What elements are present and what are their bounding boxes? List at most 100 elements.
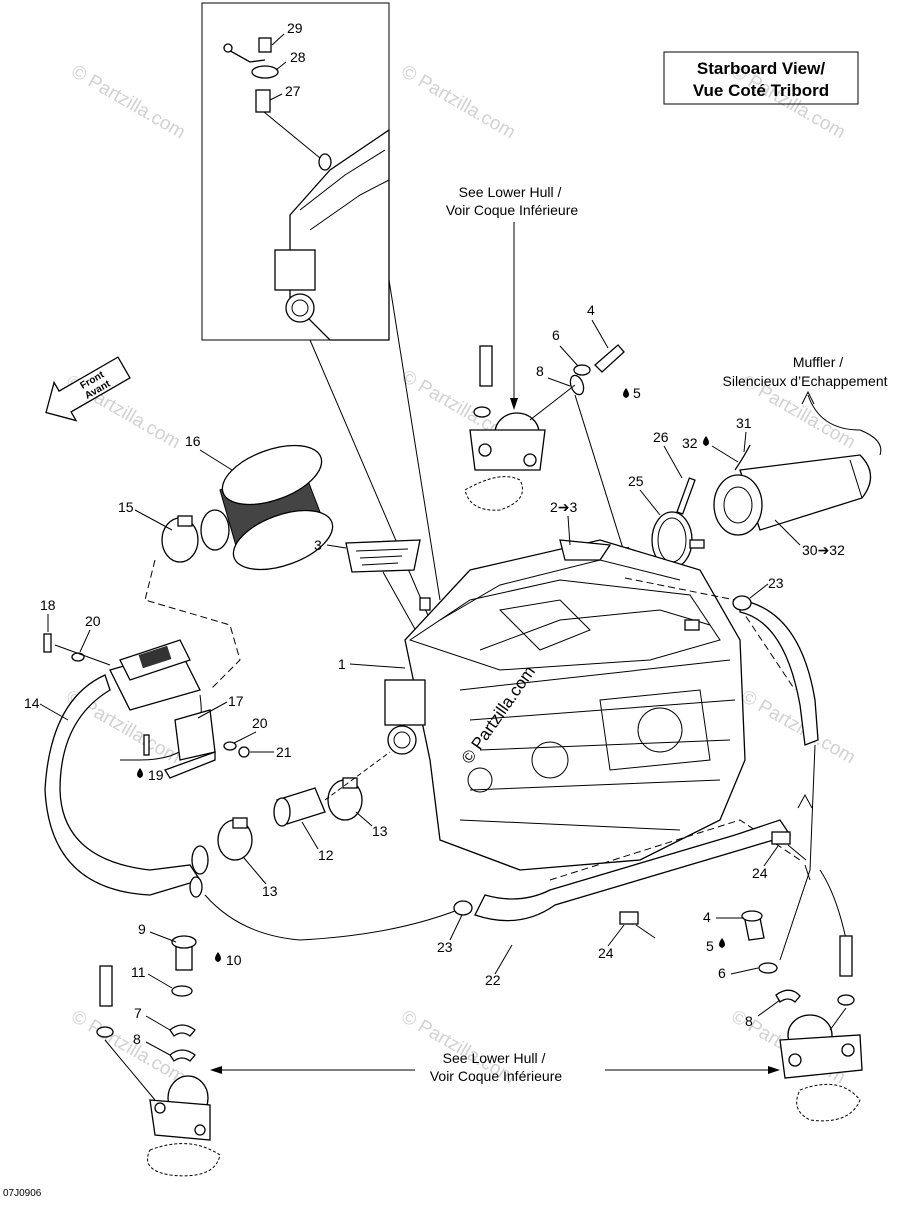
engine-side-housing (599, 689, 711, 771)
leader-1 (349, 663, 406, 669)
screw-part-19 (143, 734, 150, 756)
hose-clamp-13-lower-screw (232, 817, 248, 829)
mount-hole (841, 1043, 855, 1057)
view-title-frame (663, 51, 859, 105)
clip-part-24-upper (771, 831, 807, 861)
callout-28: 28 (290, 49, 306, 65)
callout-5-bottom: 5 (706, 938, 714, 954)
hose-22-body (474, 819, 792, 922)
washer-part-20b (223, 741, 237, 751)
bracket-part-29 (224, 47, 266, 63)
callout-24-upper: 24 (752, 865, 768, 881)
callout-10: 10 (226, 952, 242, 968)
callout-30-to-32: 30➔32 (802, 542, 845, 558)
intake-hose-end (191, 845, 209, 875)
bracket-part-17 (164, 709, 216, 779)
mount-hole (194, 1124, 206, 1136)
wedge-part-8 (569, 374, 585, 396)
bolt-part-4 (594, 344, 625, 373)
lower-hull-note-top-line-2: Voir Coque Inférieure (446, 202, 579, 218)
intake-duct-part-14 (44, 639, 209, 898)
muffler-adapter-part-30 (713, 444, 872, 536)
inset-throttle-housing (274, 249, 316, 291)
mount-outline-top (464, 476, 523, 511)
leader-13-upper (355, 811, 373, 827)
mount-bolt-bottom-left (99, 965, 113, 1007)
leader-22 (494, 944, 513, 975)
clamp-part-15 (161, 515, 199, 563)
leader-24-upper (763, 845, 779, 867)
leader-16 (199, 449, 233, 471)
liquid-drop-icon (623, 388, 629, 398)
callout-23-lower: 23 (437, 939, 453, 955)
intake-hose-nipple (189, 876, 203, 898)
leader-8-top (547, 377, 571, 387)
mount-hole (523, 453, 537, 467)
callout-20-mid: 20 (252, 715, 268, 731)
front-arrow-shape (45, 356, 131, 422)
washer-part-11 (171, 985, 193, 997)
bolt-part-9-head (171, 935, 197, 949)
watermark: © Partzilla.com (68, 1006, 189, 1088)
arrow-head (797, 793, 813, 809)
leader-8-bottom-right (757, 999, 781, 1017)
callout-15: 15 (118, 499, 134, 515)
air-filter-top-cap (221, 444, 323, 506)
view-title-line-1: Starboard View/ (697, 59, 825, 78)
leader-30 (774, 519, 801, 546)
leader-20-mid (233, 731, 257, 744)
clip-part-24-lower (619, 911, 656, 939)
inset-sensor (318, 153, 332, 171)
callout-18: 18 (40, 597, 56, 613)
mount-hole (788, 1053, 802, 1067)
leader-24-lower (607, 924, 625, 947)
callout-13-upper: 13 (372, 823, 388, 839)
hose-clip-24-upper (771, 831, 791, 845)
leader-32 (711, 445, 739, 463)
bracket-eye (223, 43, 233, 53)
muffler-note-line-2: Silencieux d’Echappement (723, 373, 888, 389)
arrow-head (768, 1066, 780, 1074)
callout-23-upper: 23 (768, 575, 784, 591)
leader-20-top (79, 629, 91, 653)
arrow-head (210, 1066, 222, 1074)
mount-leader (104, 1039, 156, 1101)
muffler-note-line-1: Muffler / (793, 354, 843, 370)
fitting-part-31 (734, 444, 751, 471)
muffler-adapter-bore (723, 486, 753, 524)
leader-29 (271, 33, 285, 46)
callout-8-bottom-left: 8 (133, 1031, 141, 1047)
callout-19: 19 (148, 767, 164, 783)
mount-arrow-line (574, 394, 626, 556)
wedge-part-8 (169, 1049, 196, 1062)
hose-route-line (804, 864, 811, 881)
air-filter-outlet (200, 509, 230, 551)
leader-28 (275, 61, 287, 71)
leader-12 (301, 821, 319, 850)
intake-dashed-route (144, 559, 241, 691)
leader-7 (145, 1015, 171, 1031)
callout-24-lower: 24 (598, 945, 614, 961)
throttle-housing (384, 679, 426, 726)
engine-block-outline (404, 539, 746, 871)
callout-2-to-3: 2➔3 (550, 499, 578, 515)
screw-part-29 (258, 37, 272, 53)
engine-mount-bottom-right (741, 910, 863, 1122)
watermark: © Partzilla.com (398, 61, 519, 143)
liquid-drop-icon (703, 436, 709, 446)
arrow-head (510, 398, 518, 410)
mount-leader (829, 1007, 847, 1031)
leader-3-to-engine (382, 571, 421, 639)
arrow-head (801, 390, 815, 405)
engine-cover (408, 579, 721, 671)
muffler-leader (807, 394, 882, 456)
callout-29: 29 (287, 20, 303, 36)
water-hose-part-22 (474, 599, 819, 922)
lower-hull-note-top-line-1: See Lower Hull / (459, 184, 562, 200)
hose-clamp-23-lower (453, 900, 473, 916)
callout-6-bottom: 6 (718, 965, 726, 981)
inset-leader-left (309, 339, 431, 621)
callout-31: 31 (736, 415, 752, 431)
hose-clamp-23-upper (732, 595, 752, 611)
air-filter-bottom-cap (232, 509, 334, 571)
